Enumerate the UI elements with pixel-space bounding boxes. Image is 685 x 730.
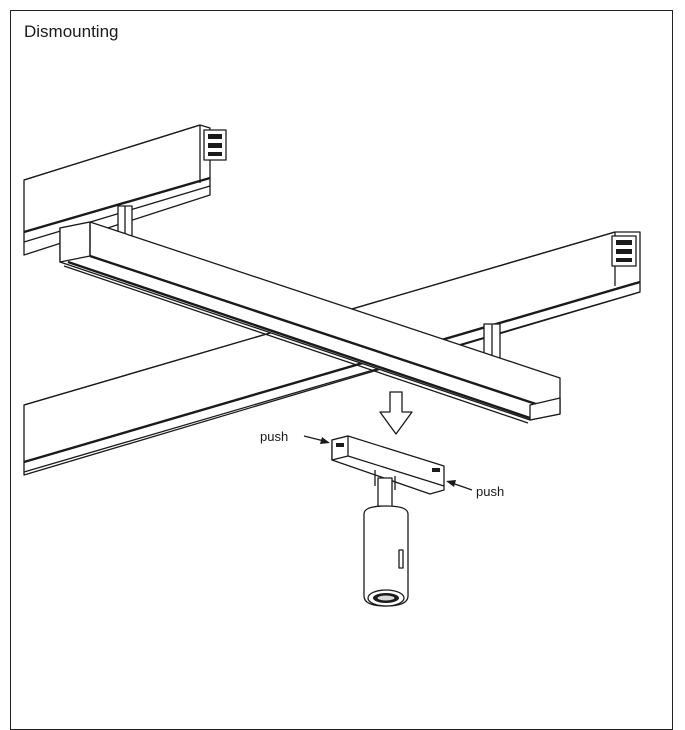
linear-light-profile xyxy=(59,221,561,424)
push-arrow-right-icon xyxy=(446,480,473,491)
upper-track-rail xyxy=(23,124,211,256)
page-title: Dismounting xyxy=(24,22,119,41)
push-arrow-left-icon xyxy=(303,435,330,444)
track-adapter xyxy=(331,435,445,495)
spot-luminaire xyxy=(363,477,409,607)
upper-track-end-connector-icon xyxy=(203,129,227,161)
lower-track-end-connector-icon xyxy=(611,235,637,267)
push-label-left: push xyxy=(260,429,288,444)
push-label-right: push xyxy=(476,484,504,499)
down-arrow-icon xyxy=(379,391,413,435)
